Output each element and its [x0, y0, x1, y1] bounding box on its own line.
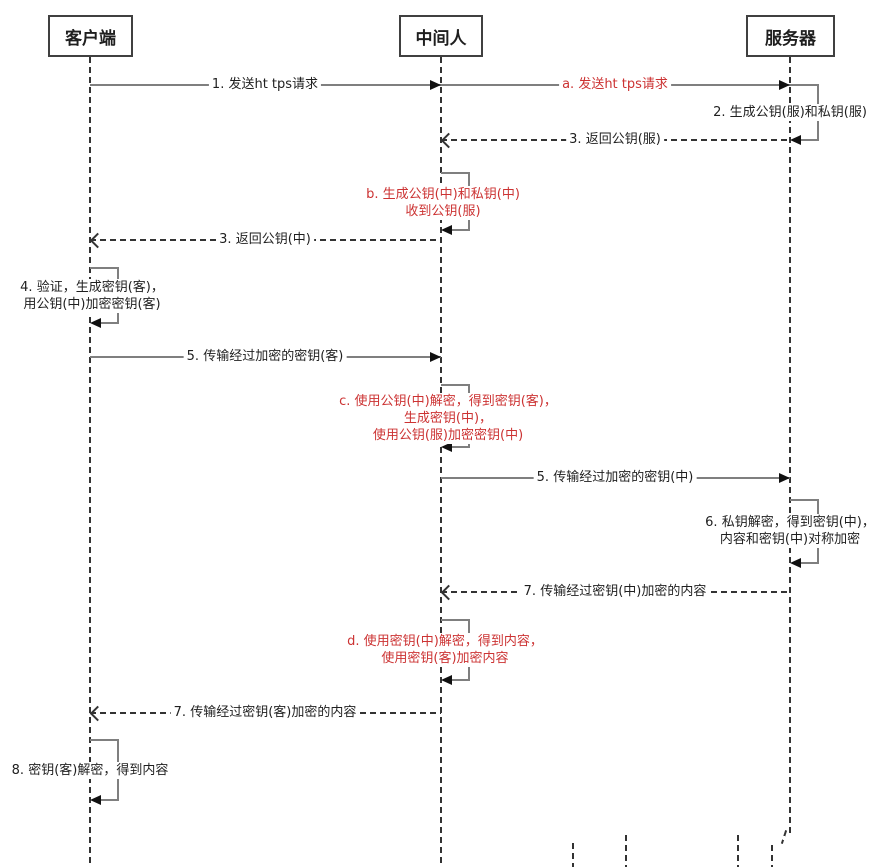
self-loop-4-label: 4. 验证，生成密钥(客)， 用公钥(中)加密密钥(客)	[18, 279, 166, 313]
message-7a-arrowhead-icon	[440, 584, 457, 601]
self-loop-c-arrowhead-icon	[441, 442, 452, 452]
lifeline-middle	[440, 57, 442, 867]
self-loop-2-arrowhead-icon	[790, 135, 801, 145]
message-5a-label: 5. 传输经过加密的密钥(客)	[183, 349, 347, 365]
self-loop-4-top	[90, 267, 119, 269]
self-loop-b-label: b. 生成公钥(中)和私钥(中) 收到公钥(服)	[364, 186, 522, 220]
bottom-dashed-stub	[771, 845, 773, 867]
self-loop-b-top	[441, 172, 470, 174]
message-7b-label: 7. 传输经过密钥(客)加密的内容	[170, 705, 360, 721]
self-loop-6-bottom	[800, 562, 819, 564]
actor-label-server: 服务器	[765, 28, 816, 49]
message-3a-label: 3. 返回公钥(服)	[566, 132, 664, 148]
self-loop-8-arrowhead-icon	[90, 795, 101, 805]
self-loop-d-label: d. 使用密钥(中)解密，得到内容， 使用密钥(客)加密内容	[345, 633, 545, 667]
self-loop-b-bottom	[451, 229, 470, 231]
self-loop-6-arrowhead-icon	[790, 558, 801, 568]
actor-box-client: 客户端	[48, 15, 133, 57]
message-1-label: 1. 发送ht tps请求	[208, 77, 322, 93]
actor-box-server: 服务器	[746, 15, 835, 57]
lifeline-server	[789, 57, 791, 833]
self-loop-8-label: 8. 密钥(客)解密，得到内容	[9, 762, 171, 779]
message-1-arrowhead-icon	[430, 80, 441, 90]
message-a-arrowhead-icon	[779, 80, 790, 90]
self-loop-b-arrowhead-icon	[441, 225, 452, 235]
self-loop-d-arrowhead-icon	[441, 675, 452, 685]
self-loop-c-bottom	[451, 446, 470, 448]
self-loop-2-bottom	[800, 139, 819, 141]
message-5a-arrowhead-icon	[430, 352, 441, 362]
self-loop-8-top	[90, 739, 119, 741]
message-3b-label: 3. 返回公钥(中)	[216, 232, 314, 248]
message-3b-arrowhead-icon	[89, 232, 106, 249]
message-7a-label: 7. 传输经过密钥(中)加密的内容	[520, 584, 710, 600]
actor-box-middle: 中间人	[399, 15, 483, 57]
actor-label-client: 客户端	[65, 28, 116, 49]
lifeline-client	[89, 57, 91, 867]
bottom-dashed-stub	[572, 843, 574, 867]
self-loop-2-top	[790, 84, 819, 86]
message-7b-arrowhead-icon	[89, 705, 106, 722]
self-loop-4-bottom	[100, 322, 119, 324]
self-loop-d-bottom	[451, 679, 470, 681]
self-loop-8-bottom	[100, 799, 119, 801]
self-loop-6-label: 6. 私钥解密，得到密钥(中)， 内容和密钥(中)对称加密	[703, 514, 877, 548]
message-5b-label: 5. 传输经过加密的密钥(中)	[533, 470, 697, 486]
message-5b-arrowhead-icon	[779, 473, 790, 483]
self-loop-d-top	[441, 619, 470, 621]
message-3a-arrowhead-icon	[440, 132, 457, 149]
self-loop-4-arrowhead-icon	[90, 318, 101, 328]
bottom-dashed-stub-slanted	[780, 830, 788, 844]
bottom-dashed-stub	[625, 835, 627, 867]
actor-label-middle: 中间人	[415, 28, 467, 49]
self-loop-2-label: 2. 生成公钥(服)和私钥(服)	[711, 104, 869, 121]
bottom-dashed-stub	[737, 835, 739, 867]
self-loop-c-label: c. 使用公钥(中)解密，得到密钥(客)， 生成密钥(中)， 使用公钥(服)加密…	[337, 393, 559, 444]
self-loop-c-top	[441, 384, 470, 386]
self-loop-6-top	[790, 499, 819, 501]
message-a-label: a. 发送ht tps请求	[559, 77, 671, 93]
